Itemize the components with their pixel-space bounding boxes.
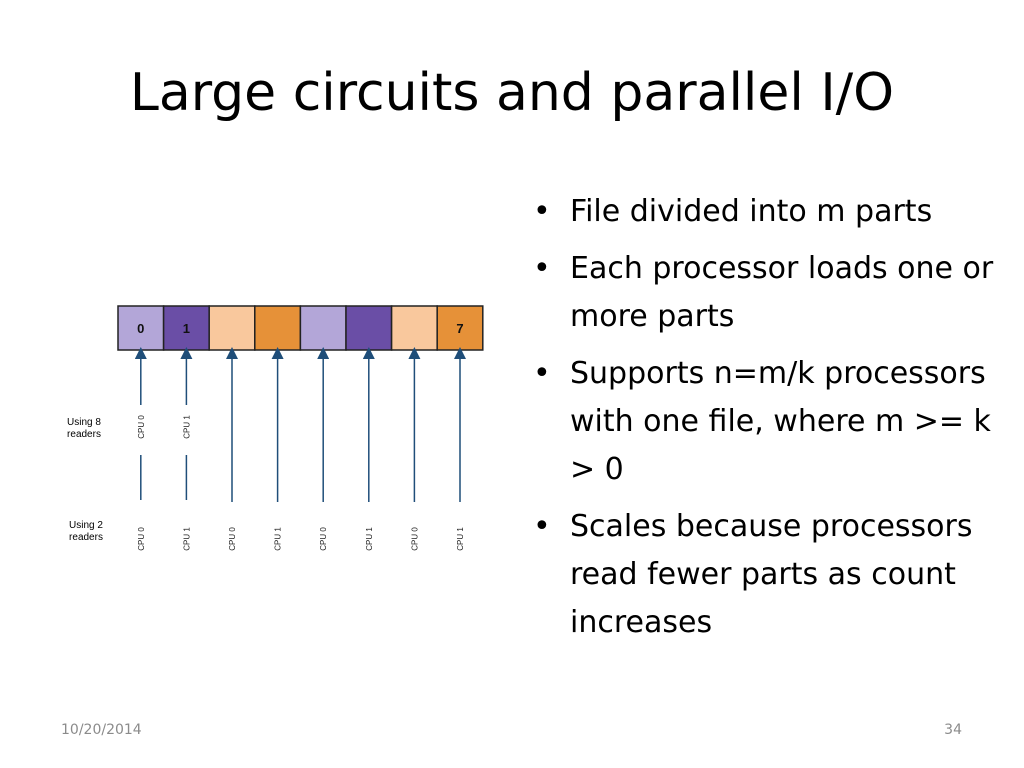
cpu-label-2-readers: CPU 0 [319,527,328,551]
cpu-label-8-readers: CPU 0 [137,415,146,439]
bullet-item: • Each processor loads one or more parts [533,245,1003,341]
bullet-dot-icon: • [533,356,551,391]
bullet-dot-icon: • [533,194,551,229]
footer-date: 10/20/2014 [61,722,142,738]
bullet-dot-icon: • [533,509,551,544]
bullet-text: File divided into m parts [570,194,933,229]
file-part-cell [254,305,302,351]
bullet-list: • File divided into m parts • Each process… [533,188,1003,656]
cpu-label-2-readers: CPU 1 [456,527,465,551]
cpu-label-2-readers: CPU 0 [410,527,419,551]
file-part-cell [299,305,347,351]
bullet-text: Each processor loads one or more parts [570,251,994,334]
file-part-cell [345,305,393,351]
row-label-8-line2: readers [67,429,101,440]
file-parts-bar: 0 1 7 [117,305,484,351]
cpu-label-2-readers: CPU 1 [365,527,374,551]
slide-number: 34 [944,722,962,738]
cpu-labels: CPU 0 CPU 1 CPU 0 CPU 1 CPU 0 CPU 1 CPU 0 CPU 1… [137,415,465,551]
file-part-label: 1 [183,321,190,336]
row-label-2-line1: Using 2 [69,520,103,531]
file-part-cell [390,305,438,351]
bullet-item: • Scales because processors read fewer pa… [533,503,1003,647]
cpu-label-2-readers: CPU 0 [228,527,237,551]
file-part-label: 7 [456,321,463,336]
cpu-label-2-readers: CPU 1 [182,527,191,551]
bullet-item: • Supports n=m/k processors with one file… [533,350,1003,494]
cpu-label-2-readers: CPU 1 [274,527,283,551]
bullet-text: Scales because processors read fewer par… [570,509,973,640]
reader-arrows [134,347,466,502]
file-part-label: 0 [137,321,144,336]
cpu-label-8-readers: CPU 1 [182,415,191,439]
row-label-2-line2: readers [69,532,103,543]
cpu-label-2-readers: CPU 0 [137,527,146,551]
bullet-text: Supports n=m/k processors with one file,… [570,356,991,487]
slide-title: Large circuits and parallel I/O [129,63,895,123]
bullet-dot-icon: • [533,251,551,286]
file-part-cell [208,305,256,351]
bullet-item: • File divided into m parts [533,188,1003,236]
row-label-8-line1: Using 8 [67,417,101,428]
